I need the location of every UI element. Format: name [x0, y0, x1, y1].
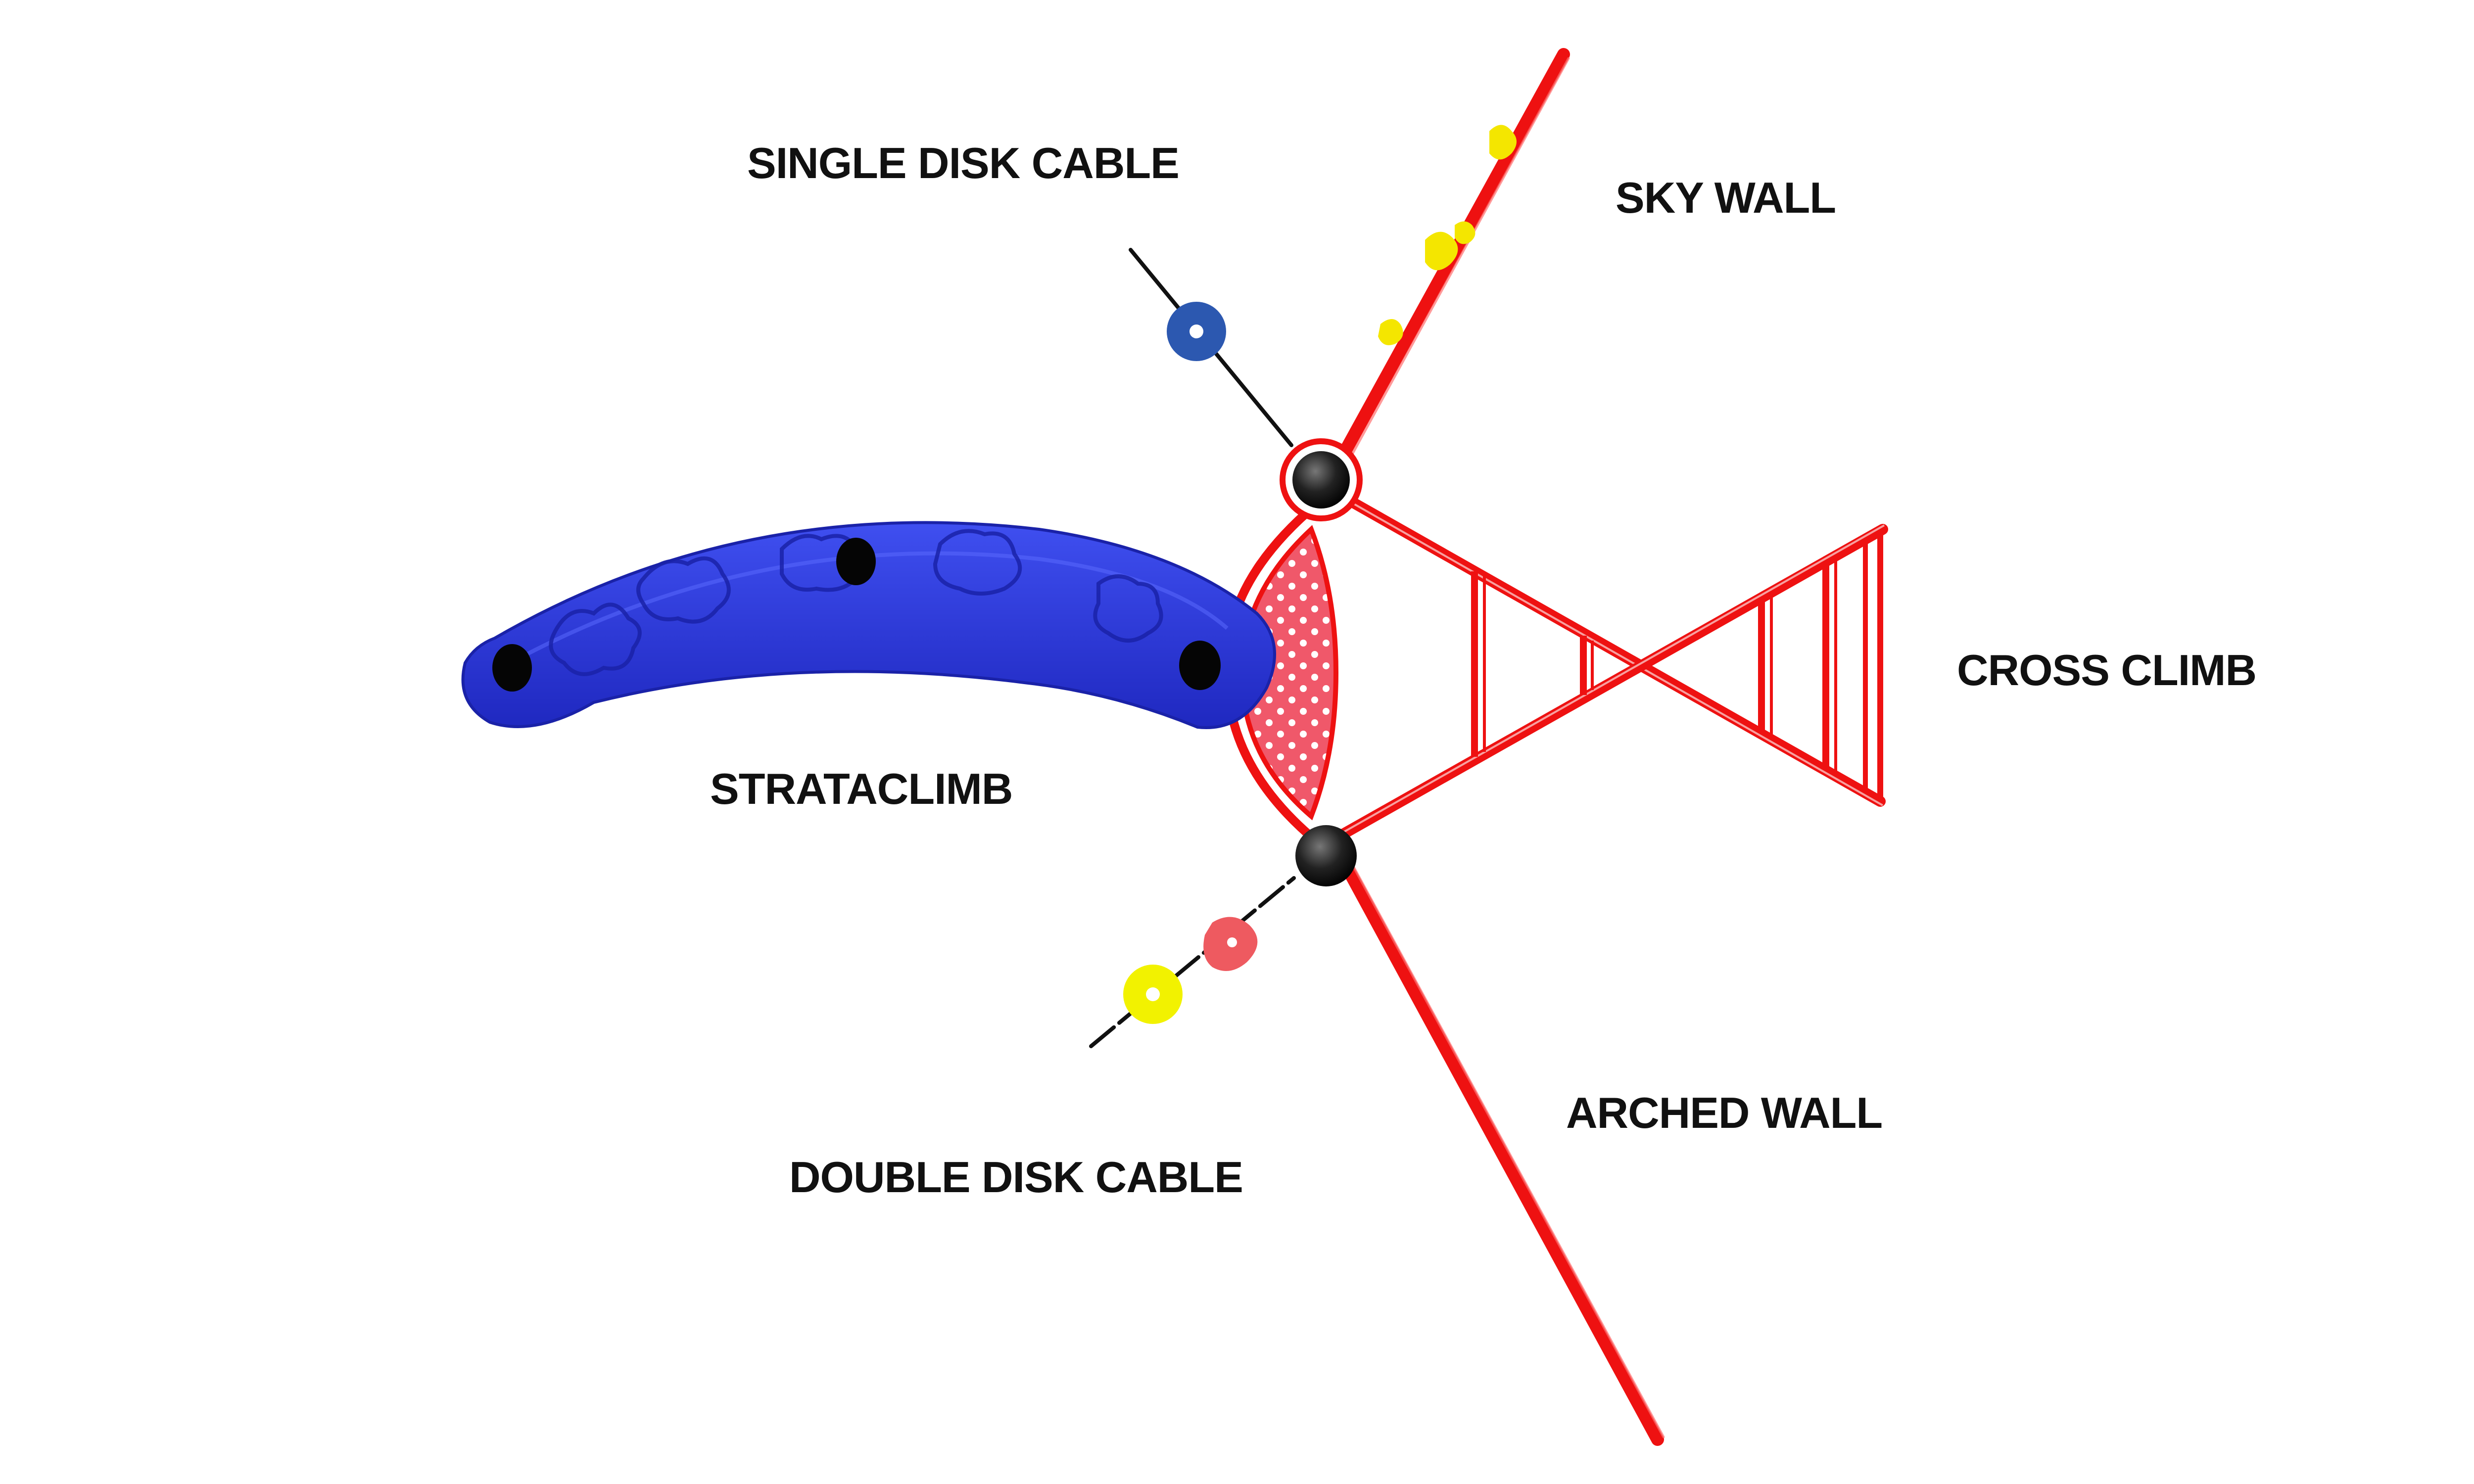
blue-disk-seat-icon: [1167, 302, 1226, 361]
arched-wall: [1337, 854, 1665, 1446]
cross-climb: [1321, 482, 1888, 846]
yellow-disk-seat-icon: [1123, 965, 1183, 1024]
strataclimb: [461, 521, 1276, 729]
label-sky-wall: SKY WALL: [1616, 173, 1836, 222]
post-cap-icon: [1295, 825, 1357, 886]
post-hole-icon: [492, 644, 532, 692]
label-arched-wall: ARCHED WALL: [1566, 1088, 1882, 1137]
post-cap-icon: [1280, 438, 1363, 521]
label-strataclimb: STRATACLIMB: [710, 764, 1012, 813]
single-disk-cable: [1129, 248, 1293, 447]
climbing-hold-icon: [1425, 221, 1475, 271]
post-hole-icon: [836, 538, 876, 585]
label-double-disk-cable: DOUBLE DISK CABLE: [789, 1153, 1243, 1202]
double-disk-cable-line: [1089, 876, 1296, 1048]
double-disk-cable: [1089, 876, 1296, 1048]
label-cross-climb: CROSS CLIMB: [1957, 646, 2256, 695]
label-single-disk-cable: SINGLE DISK CABLE: [747, 139, 1179, 187]
climbing-hold-icon: [1489, 125, 1517, 160]
climbing-hold-icon: [1378, 319, 1403, 345]
sky-wall: [1327, 48, 1570, 479]
coral-disk-seat-icon: [1203, 917, 1258, 971]
post-hole-icon: [1179, 641, 1221, 690]
